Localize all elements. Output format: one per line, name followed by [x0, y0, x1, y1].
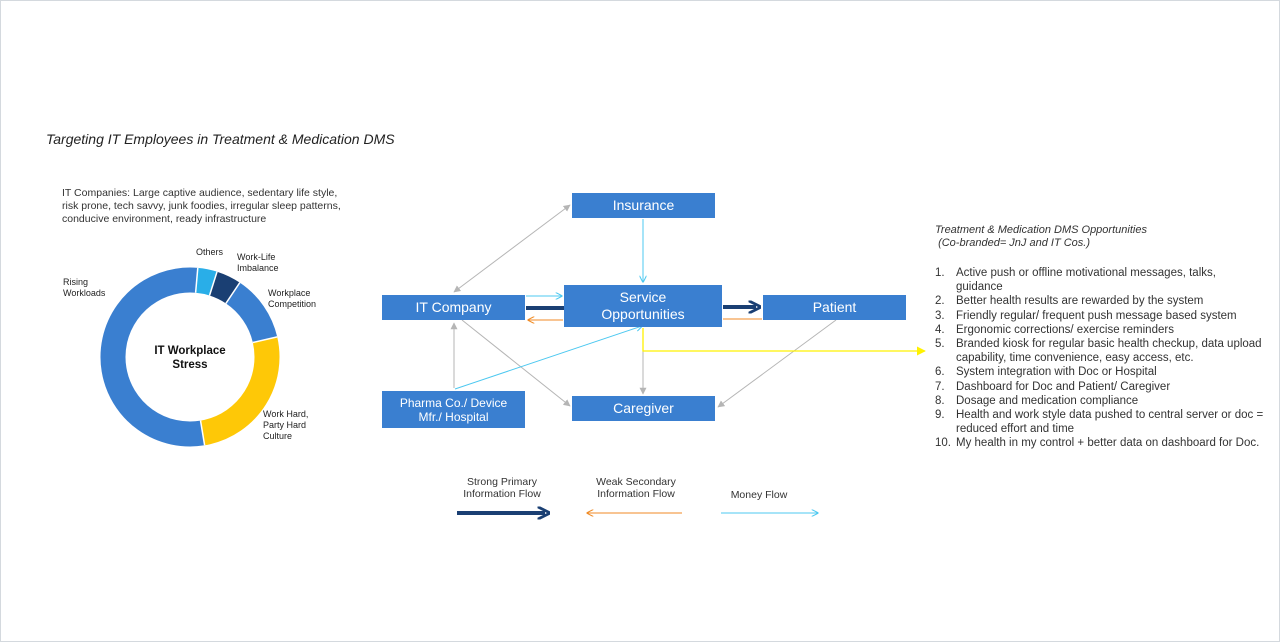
- opportunity-connector: [642, 328, 926, 356]
- node-patient: Patient: [763, 295, 906, 320]
- opportunity-item: 4. Ergonomic corrections/ exercise remind…: [935, 323, 1265, 337]
- opportunity-text: Friendly regular/ frequent push message …: [956, 309, 1237, 322]
- donut-separator: [194, 267, 199, 293]
- arrow-itcompany-caregiver: [461, 319, 571, 407]
- opportunity-number: 7.: [935, 380, 945, 393]
- opportunity-text: My health in my control + better data on…: [956, 437, 1260, 450]
- opportunity-item: 10. My health in my control + better data…: [935, 436, 1265, 450]
- opportunity-text: Better health results are rewarded by th…: [956, 295, 1204, 308]
- opportunity-item: 9. Health and work style data pushed to c…: [935, 408, 1265, 436]
- opportunity-number: 8.: [935, 394, 945, 407]
- opportunity-number: 5.: [935, 338, 945, 351]
- opportunity-item: 8. Dosage and medication compliance: [935, 394, 1265, 408]
- opportunity-text: Branded kiosk for regular basic health c…: [956, 338, 1262, 365]
- opportunity-number: 10.: [935, 437, 951, 450]
- node-it-company: IT Company: [382, 295, 525, 320]
- opportunity-item: 5. Branded kiosk for regular basic health…: [935, 337, 1265, 365]
- donut-separator: [225, 282, 241, 304]
- node-caregiver: Caregiver: [572, 396, 715, 421]
- opportunity-number: 2.: [935, 295, 945, 308]
- opportunity-number: 1.: [935, 267, 945, 279]
- opportunity-item: 2. Better health results are rewarded by …: [935, 294, 1265, 308]
- intro-text: IT Companies: Large captive audience, se…: [62, 187, 341, 225]
- opportunity-text: Active push or offline motivational mess…: [956, 267, 1216, 294]
- opportunity-item: 6. System integration with Doc or Hospita…: [935, 365, 1265, 379]
- opportunity-item: 1. Active push or offline motivational me…: [935, 266, 1265, 294]
- opportunity-item: 3. Friendly regular/ frequent push messag…: [935, 309, 1265, 323]
- money-pharma-service: [454, 326, 642, 390]
- donut-chart: [100, 267, 280, 447]
- opportunity-number: 3.: [935, 309, 945, 322]
- opportunities-list: 1. Active push or offline motivational me…: [935, 266, 1265, 451]
- donut-separator: [252, 336, 278, 344]
- page-title: Targeting IT Employees in Treatment & Me…: [46, 131, 395, 147]
- opportunity-item: 7. Dashboard for Doc and Patient/ Caregiv…: [935, 380, 1265, 394]
- opportunity-text: Dosage and medication compliance: [956, 394, 1139, 407]
- opportunity-text: Dashboard for Doc and Patient/ Caregiver: [956, 380, 1171, 393]
- arrow-patient-caregiver: [717, 319, 837, 408]
- arrow-itcompany-insurance: [453, 204, 571, 293]
- node-insurance: Insurance: [572, 193, 715, 218]
- opportunity-text: System integration with Doc or Hospital: [956, 366, 1157, 379]
- donut-label-others: Others: [196, 247, 224, 257]
- opportunity-text: Health and work style data pushed to cen…: [956, 409, 1264, 436]
- opportunity-text: Ergonomic corrections/ exercise reminder…: [956, 323, 1174, 336]
- opportunity-number: 4.: [935, 323, 945, 336]
- donut-separator: [199, 420, 206, 446]
- opportunity-number: 6.: [935, 366, 945, 379]
- opportunity-number: 9.: [935, 409, 945, 422]
- donut-separator: [208, 271, 218, 296]
- legend-money-label: Money Flow: [730, 489, 788, 501]
- opportunities-heading: Treatment & Medication DMS Opportunities…: [935, 224, 1147, 249]
